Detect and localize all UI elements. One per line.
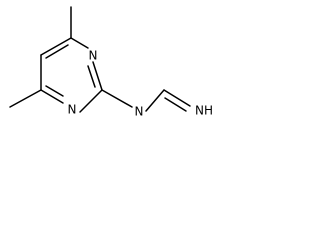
bond-c4-c5-inner [45,44,69,59]
bond-nh-ch [145,89,165,112]
bond-c2-n3 [92,61,103,91]
atom-label-n-imine: NH [195,104,213,118]
bond-c6-n1-inner [45,85,64,97]
chemical-structure: N N N NH [9,6,213,119]
atom-label-n-ring-upper: N [89,49,98,63]
bond-n1-c2 [79,89,103,113]
bond-c6-methyl [9,89,42,108]
bond-c6-n1 [40,89,64,104]
atom-label-n-ring-lower: N [68,103,77,117]
bond-n3-c4 [70,37,89,49]
atom-label-n-amino: N [135,105,144,119]
bond-ch-nh-double [163,89,191,107]
bond-c2-n3-inner [87,65,96,88]
bond-c2-nh [101,89,133,108]
bond-c4-c5 [40,37,72,56]
bond-ch-nh-double-inner [164,97,187,112]
